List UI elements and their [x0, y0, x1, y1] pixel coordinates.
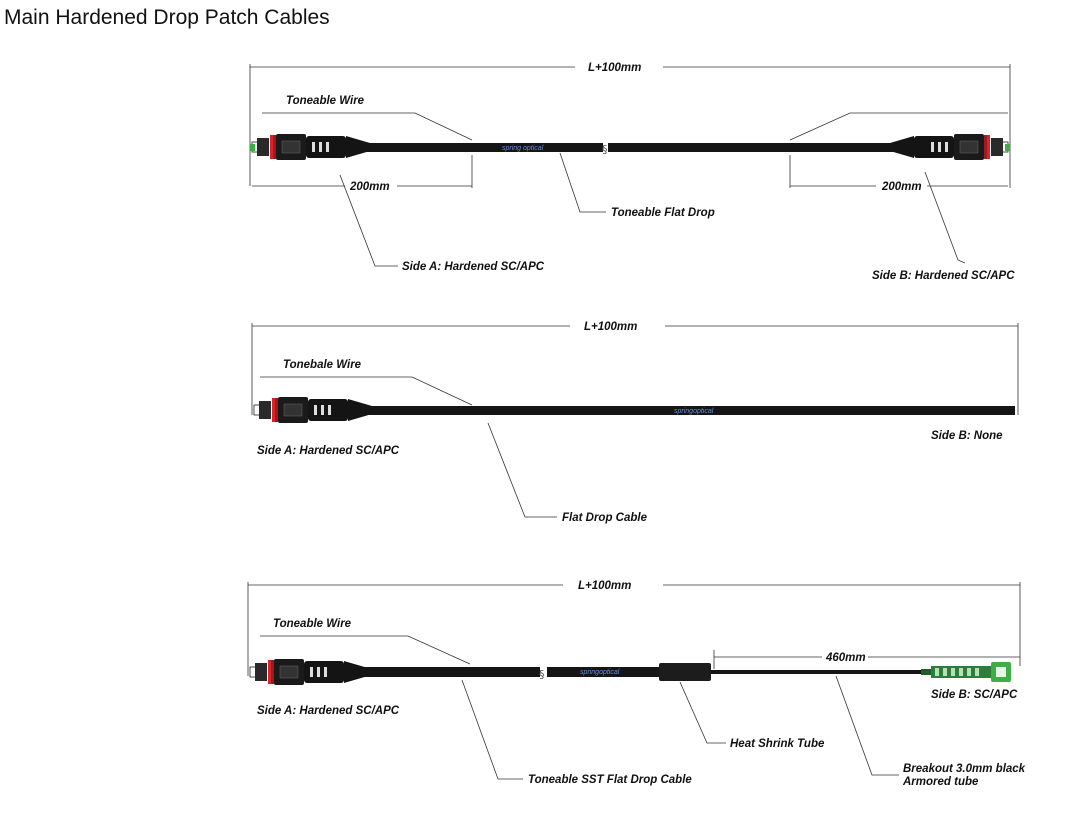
heat-shrink-tube-icon — [659, 663, 711, 681]
toneable-wire-label: Toneable Wire — [273, 618, 352, 630]
brand-marking: springoptical — [674, 408, 714, 415]
svg-text:§: § — [602, 143, 608, 156]
cable-label: Toneable SST Flat Drop Cable — [528, 774, 692, 786]
hardened-connector-right-icon — [889, 133, 1009, 161]
cable-label: Flat Drop Cable — [562, 512, 648, 524]
side-b-label: Side B: None — [931, 430, 1003, 442]
breakout-label-line2: Armored tube — [902, 776, 979, 788]
diagram-1: L+100mm Toneable Wire § spring optical 2… — [249, 62, 1015, 282]
overall-length-label: L+100mm — [578, 580, 631, 592]
hardened-connector-left-icon — [251, 133, 371, 161]
overall-length-label: L+100mm — [588, 62, 641, 74]
side-b-length-label: 200mm — [881, 181, 922, 193]
hardened-connector-icon — [253, 396, 373, 424]
hardened-connector-icon — [249, 658, 369, 686]
side-b-label: Side B: Hardened SC/APC — [872, 270, 1015, 282]
sc-apc-connector-icon — [921, 662, 1011, 682]
page-title: Main Hardened Drop Patch Cables — [4, 6, 330, 29]
diagram-2: L+100mm Tonebale Wire springoptical Side… — [251, 321, 1019, 524]
side-a-length-label: 200mm — [349, 181, 390, 193]
toneable-wire-label: Tonebale Wire — [283, 359, 362, 371]
heat-shrink-label: Heat Shrink Tube — [730, 738, 825, 750]
brand-marking: spring optical — [502, 145, 544, 152]
cable-label: Toneable Flat Drop — [611, 207, 715, 219]
svg-text:§: § — [539, 668, 545, 681]
overall-length-label: L+100mm — [584, 321, 637, 333]
side-a-label: Side A: Hardened SC/APC — [257, 705, 400, 717]
breakout-label-line1: Breakout 3.0mm black — [903, 763, 1026, 775]
side-b-label: Side B: SC/APC — [931, 689, 1018, 701]
toneable-wire-label: Toneable Wire — [286, 95, 365, 107]
diagram-3: L+100mm Toneable Wire § springoptical 46… — [247, 580, 1026, 788]
side-a-label: Side A: Hardened SC/APC — [402, 261, 545, 273]
side-a-label: Side A: Hardened SC/APC — [257, 445, 400, 457]
brand-marking: springoptical — [580, 669, 620, 676]
breakout-length-label: 460mm — [825, 652, 866, 664]
